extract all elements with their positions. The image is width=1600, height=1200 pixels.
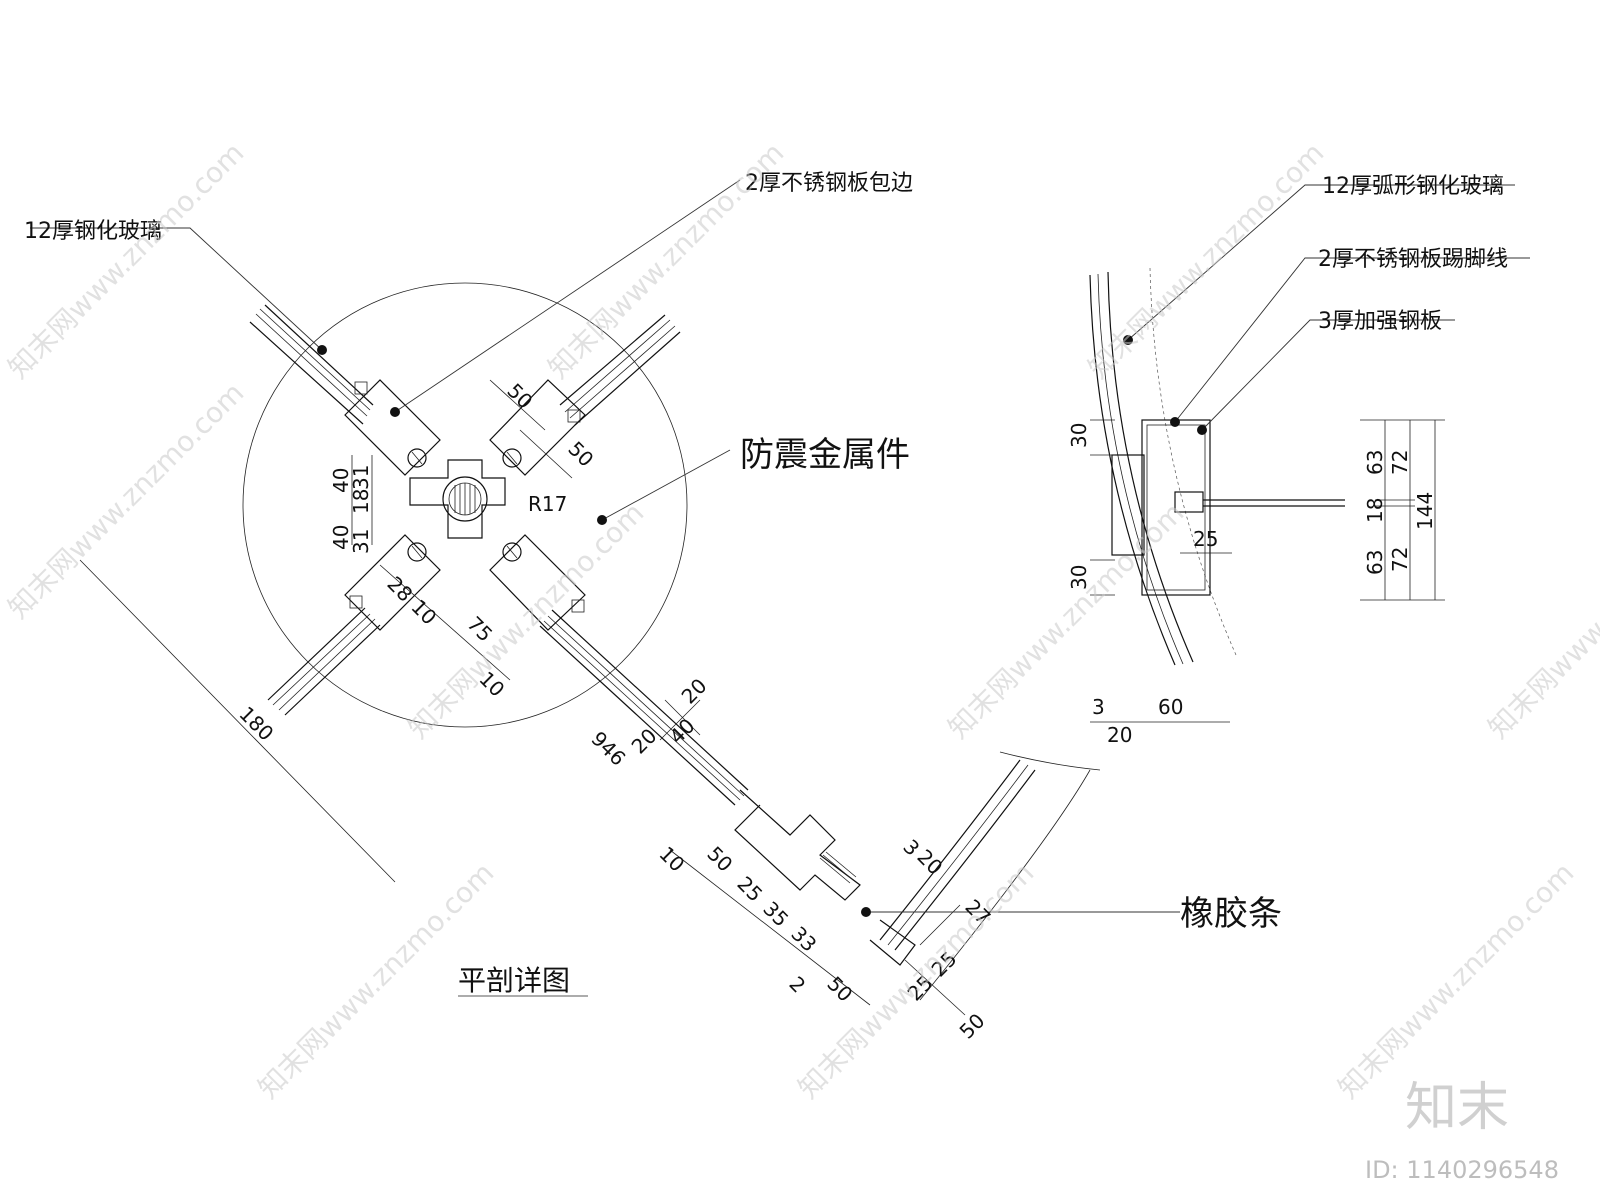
label-stainless-skirting-2: 2厚不锈钢板踢脚线 <box>1318 247 1508 272</box>
dim-180: 180 <box>234 702 278 746</box>
dim-50c: 50 <box>702 842 737 877</box>
label-curved-glass-12: 12厚弧形钢化玻璃 <box>1322 174 1504 199</box>
dim-2: 2 <box>784 972 810 998</box>
glass-arm-se <box>539 609 861 901</box>
dim-28: 28 <box>382 572 417 607</box>
dim-31a: 31 <box>349 465 373 490</box>
watermark-layer: 知末网www.znzmo.com 知末网www.znzmo.com 知末网www… <box>2 136 1600 1184</box>
center-cross <box>409 459 506 539</box>
watermark-logo: 知末 <box>1405 1078 1509 1138</box>
dim-25a: 25 <box>732 872 767 907</box>
dim-10c: 10 <box>654 842 689 877</box>
dim-63a: 63 <box>1363 450 1387 475</box>
clamp-plates <box>344 379 586 631</box>
joint-dimension-lines <box>79 379 966 1016</box>
dim-40a: 40 <box>329 468 353 493</box>
dim-18a: 18 <box>349 489 373 514</box>
glass-arm-ne <box>559 314 681 426</box>
label-seismic-hardware: 防震金属件 <box>740 435 910 475</box>
dim-20b: 20 <box>627 724 662 759</box>
dim-20a: 20 <box>677 674 712 709</box>
dim-946: 946 <box>586 727 630 771</box>
label-stainless-edge-2: 2厚不锈钢板包边 <box>745 171 913 196</box>
dim-40b: 40 <box>329 525 353 550</box>
annotation-labels: 12厚钢化玻璃 2厚不锈钢板包边 防震金属件 R17 12厚弧形钢化玻璃 2厚不… <box>24 171 1508 997</box>
dim-31b: 31 <box>349 529 373 554</box>
watermark-text: 知末网www.znzmo.com <box>1082 136 1331 385</box>
dim-50d: 50 <box>822 972 857 1007</box>
dim-72b: 72 <box>1388 547 1412 572</box>
label-rubber-strip: 橡胶条 <box>1180 894 1282 934</box>
dim-30b: 30 <box>1067 565 1091 590</box>
dim-50b: 50 <box>563 437 598 472</box>
dim-50a: 50 <box>502 379 537 414</box>
dim-72a: 72 <box>1388 450 1412 475</box>
seismic-joint-detail <box>79 282 966 1016</box>
label-reinforce-plate-3: 3厚加强钢板 <box>1318 309 1442 334</box>
watermark-text: 知末网www.znzmo.com <box>542 136 791 385</box>
dim-30a: 30 <box>1067 423 1091 448</box>
dim-18b: 18 <box>1363 498 1387 523</box>
watermark-text: 知末网www.znzmo.com <box>2 136 251 385</box>
watermark-text: 知末网www.znzmo.com <box>1332 856 1581 1105</box>
watermark-text: 知末网www.znzmo.com <box>792 856 1041 1105</box>
watermark-text: 知末网www.znzmo.com <box>1482 496 1600 745</box>
dim-3b: 3 <box>1092 695 1105 719</box>
dim-25d: 25 <box>1193 527 1218 551</box>
watermark-text: 知末网www.znzmo.com <box>2 376 251 625</box>
label-tempered-glass-12: 12厚钢化玻璃 <box>24 219 162 244</box>
leader-lines <box>30 179 1530 997</box>
dim-60: 60 <box>1158 695 1183 719</box>
watermark-text: 知末网www.znzmo.com <box>402 496 651 745</box>
dim-35: 35 <box>758 897 793 932</box>
dim-63b: 63 <box>1363 550 1387 575</box>
hardware-disc-outline <box>242 282 688 728</box>
curved-glass-detail <box>869 267 1445 1001</box>
dim-50e: 50 <box>955 1009 990 1044</box>
label-radius: R17 <box>528 492 567 516</box>
watermark-text: 知末网www.znzmo.com <box>942 496 1191 745</box>
dim-20d: 20 <box>1107 723 1132 747</box>
dim-33: 33 <box>786 922 821 957</box>
dim-10a: 10 <box>406 595 441 630</box>
dim-144: 144 <box>1413 492 1437 530</box>
glass-arm-sw <box>267 607 381 716</box>
section-title: 平剖详图 <box>458 964 570 997</box>
watermark-id: ID: 1140296548 <box>1365 1156 1559 1184</box>
